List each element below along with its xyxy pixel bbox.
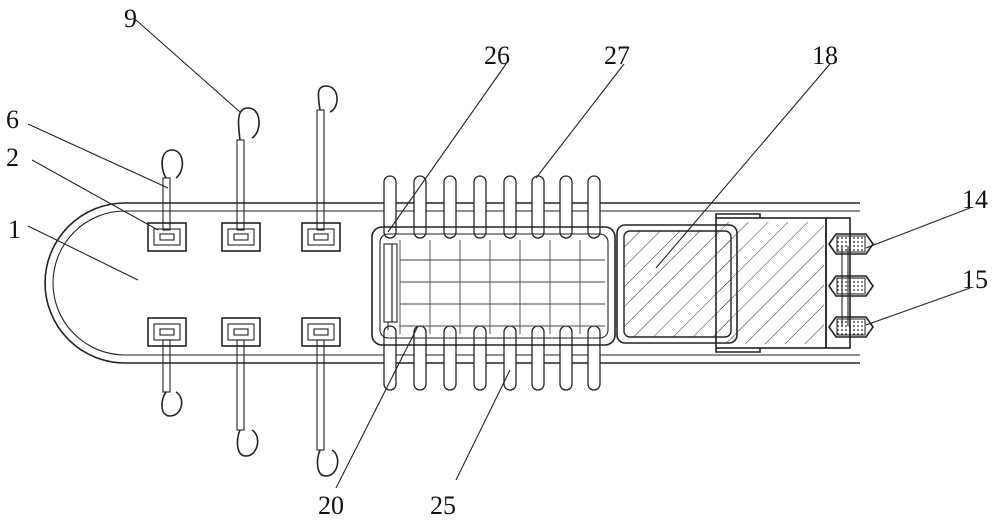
fin-tube-top-6 (531, 175, 545, 239)
label-2: 2 (6, 143, 19, 172)
label-26: 26 (484, 41, 510, 70)
label-15: 15 (962, 265, 988, 294)
fin-tube-bottom-3 (443, 325, 457, 391)
fin-tube-bottom-5 (503, 325, 517, 391)
fin-tube-top-5 (503, 175, 517, 239)
base-top-2 (221, 222, 261, 252)
base-bot-1 (147, 317, 187, 347)
fin-tubes (383, 175, 601, 391)
leader-lines (27, 19, 971, 489)
part-labels: 9 6 2 1 26 27 18 14 15 20 25 (6, 4, 988, 520)
base-top-1 (147, 222, 187, 252)
base-top-3 (301, 222, 341, 252)
label-25: 25 (430, 491, 456, 520)
connectors (828, 233, 874, 338)
end-housing (715, 213, 851, 353)
fin-tube-top-3 (443, 175, 457, 239)
label-9: 9 (124, 4, 137, 33)
label-27: 27 (604, 41, 630, 70)
connector-3 (828, 316, 874, 338)
label-14: 14 (962, 185, 988, 214)
fin-tube-bottom-4 (473, 325, 487, 391)
label-1: 1 (8, 215, 21, 244)
base-bot-2 (221, 317, 261, 347)
fin-tube-bottom-6 (531, 325, 545, 391)
label-20: 20 (318, 491, 344, 520)
fin-tube-top-8 (587, 175, 601, 239)
connector-1 (828, 233, 874, 255)
connector-2 (828, 275, 874, 297)
fin-tube-top-1 (383, 175, 397, 239)
fin-tube-top-2 (413, 175, 427, 239)
grid-panel (371, 226, 616, 346)
fin-tube-top-4 (473, 175, 487, 239)
fin-tube-bottom-1 (383, 325, 397, 391)
label-6: 6 (6, 105, 19, 134)
label-18: 18 (812, 41, 838, 70)
mounting-bases (147, 222, 341, 347)
fin-tube-bottom-7 (559, 325, 573, 391)
main-body (44, 202, 860, 364)
base-bot-3 (301, 317, 341, 347)
fin-tube-bottom-2 (413, 325, 427, 391)
fin-tube-top-7 (559, 175, 573, 239)
fin-tube-bottom-8 (587, 325, 601, 391)
hooks (161, 85, 339, 477)
